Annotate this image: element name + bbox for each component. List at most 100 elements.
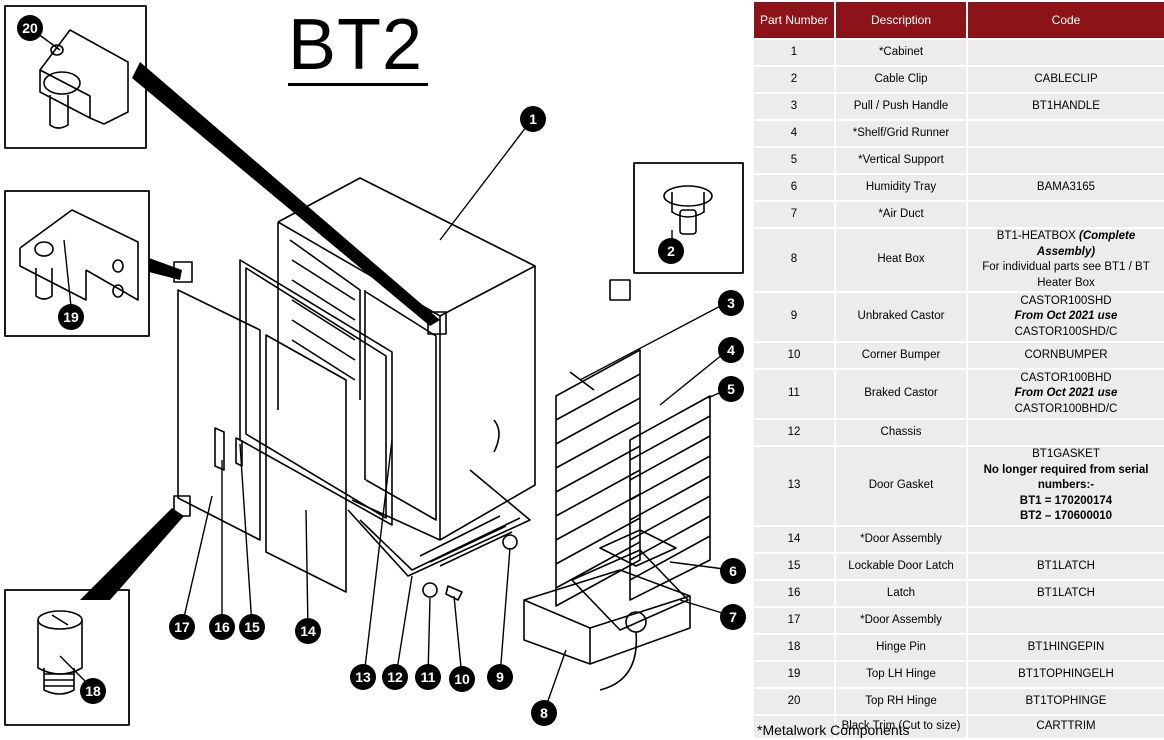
table-row: 10 Corner Bumper CORNBUMPER [754, 343, 1164, 368]
cell-code [968, 40, 1164, 65]
callout-10: 10 [449, 666, 475, 692]
callout-6: 6 [720, 558, 746, 584]
cell-part: 9 [754, 293, 834, 341]
cell-code: BT1LATCH [968, 581, 1164, 606]
table-row: 20 Top RH Hinge BT1TOPHINGE [754, 689, 1164, 714]
table-row: 13 Door Gasket BT1GASKET No longer requi… [754, 447, 1164, 525]
cell-code: CABLECLIP [968, 67, 1164, 92]
cell-part: 20 [754, 689, 834, 714]
chassis-drawing [347, 469, 531, 601]
cell-desc: Unbraked Castor [836, 293, 966, 341]
cabinet-drawing [277, 177, 536, 541]
cell-desc: Hinge Pin [836, 635, 966, 660]
callout-3: 3 [718, 290, 744, 316]
cell-part: 12 [754, 420, 834, 445]
vertical-support-drawing [629, 395, 711, 601]
code-line: BT1-HEATBOX [996, 230, 1076, 242]
diagram-title: BT2 [288, 6, 428, 86]
callout-13: 13 [350, 664, 376, 690]
heat-box-drawing [523, 569, 691, 691]
cell-part [754, 716, 834, 738]
cell-part: 19 [754, 662, 834, 687]
cell-part: 6 [754, 175, 834, 200]
marker-20 [427, 311, 447, 335]
cell-code: BT1TOPHINGE [968, 689, 1164, 714]
cell-code: CASTOR100SHD From Oct 2021 use CASTOR100… [968, 293, 1164, 341]
table-row: 4 *Shelf/Grid Runner [754, 121, 1164, 146]
cell-code: CASTOR100BHD From Oct 2021 use CASTOR100… [968, 370, 1164, 418]
code-line: CASTOR100BHD/C [1014, 402, 1118, 415]
cell-part: 1 [754, 40, 834, 65]
cell-desc: Braked Castor [836, 370, 966, 418]
cell-part: 10 [754, 343, 834, 368]
cell-code: BT1GASKET No longer required from serial… [968, 447, 1164, 525]
exploded-parts-diagram: BT2 1 2 3 4 5 6 7 8 9 10 11 12 13 14 15 … [4, 5, 746, 726]
table-row: 3 Pull / Push Handle BT1HANDLE [754, 94, 1164, 119]
callout-12: 12 [382, 664, 408, 690]
cell-desc: Top LH Hinge [836, 662, 966, 687]
cell-desc: Pull / Push Handle [836, 94, 966, 119]
callout-4: 4 [718, 337, 744, 363]
code-line-emphasis: No longer required from serial [983, 463, 1149, 476]
cell-desc: Latch [836, 581, 966, 606]
cell-code [968, 148, 1164, 173]
callout-11: 11 [415, 664, 441, 690]
table-row: Black Trim (Cut to size) CARTTRIM [754, 716, 1164, 738]
cell-part: 17 [754, 608, 834, 633]
table-row: 7 *Air Duct [754, 202, 1164, 227]
table-row: 14 *Door Assembly [754, 527, 1164, 552]
door-gasket-drawing [239, 259, 393, 526]
table-row: 17 *Door Assembly [754, 608, 1164, 633]
cable-clip-drawing [663, 185, 713, 235]
humidity-tray-drawing [571, 529, 689, 631]
cell-part: 13 [754, 447, 834, 525]
cell-part: 14 [754, 527, 834, 552]
cell-desc: *Door Assembly [836, 608, 966, 633]
callout-1: 1 [520, 106, 546, 132]
table-row: 6 Humidity Tray BAMA3165 [754, 175, 1164, 200]
cell-code: CORNBUMPER [968, 343, 1164, 368]
table-row: 5 *Vertical Support [754, 148, 1164, 173]
header-code: Code [968, 2, 1164, 38]
cell-part: 2 [754, 67, 834, 92]
cell-desc: *Cabinet [836, 40, 966, 65]
callout-15: 15 [239, 614, 265, 640]
cell-part: 18 [754, 635, 834, 660]
callout-5: 5 [718, 376, 744, 402]
cell-part: 4 [754, 121, 834, 146]
table-row: 9 Unbraked Castor CASTOR100SHD From Oct … [754, 293, 1164, 341]
parts-table: Part Number Description Code 1 *Cabinet … [752, 0, 1164, 740]
callout-wedge-18 [80, 508, 184, 600]
cell-code [968, 420, 1164, 445]
cable-clip-inset-frame [633, 162, 744, 274]
diagram-drawing [4, 5, 744, 726]
cell-desc: Lockable Door Latch [836, 554, 966, 579]
code-line: BT1GASKET [1032, 448, 1100, 461]
table-row: 2 Cable Clip CABLECLIP [754, 67, 1164, 92]
cell-code: BAMA3165 [968, 175, 1164, 200]
code-line: CASTOR100SHD [1020, 294, 1112, 307]
callout-7: 7 [720, 604, 746, 630]
callout-8: 8 [531, 700, 557, 726]
cell-desc: Heat Box [836, 229, 966, 291]
cell-desc: Corner Bumper [836, 343, 966, 368]
cell-desc: Humidity Tray [836, 175, 966, 200]
code-line: CASTOR100BHD [1020, 371, 1112, 384]
table-row: 19 Top LH Hinge BT1TOPHINGELH [754, 662, 1164, 687]
cell-desc: Chassis [836, 420, 966, 445]
hinge-pin-inset-frame [4, 589, 130, 726]
table-row: 15 Lockable Door Latch BT1LATCH [754, 554, 1164, 579]
marker-19 [173, 261, 193, 283]
callout-17: 17 [169, 614, 195, 640]
table-row: 8 Heat Box BT1-HEATBOX (Complete Assembl… [754, 229, 1164, 291]
marker-2 [609, 279, 631, 301]
code-line: For individual parts see BT1 / BT [982, 261, 1150, 273]
top-rh-hinge-drawing [39, 29, 129, 129]
shelf-runner-drawing [555, 349, 641, 607]
table-row: 11 Braked Castor CASTOR100BHD From Oct 2… [754, 370, 1164, 418]
code-line-emphasis: BT1 = 170200174 [1019, 494, 1113, 507]
cell-part: 16 [754, 581, 834, 606]
cell-code: BT1-HEATBOX (Complete Assembly) For indi… [968, 229, 1164, 291]
callout-20: 20 [17, 15, 43, 41]
table-row: 18 Hinge Pin BT1HINGEPIN [754, 635, 1164, 660]
